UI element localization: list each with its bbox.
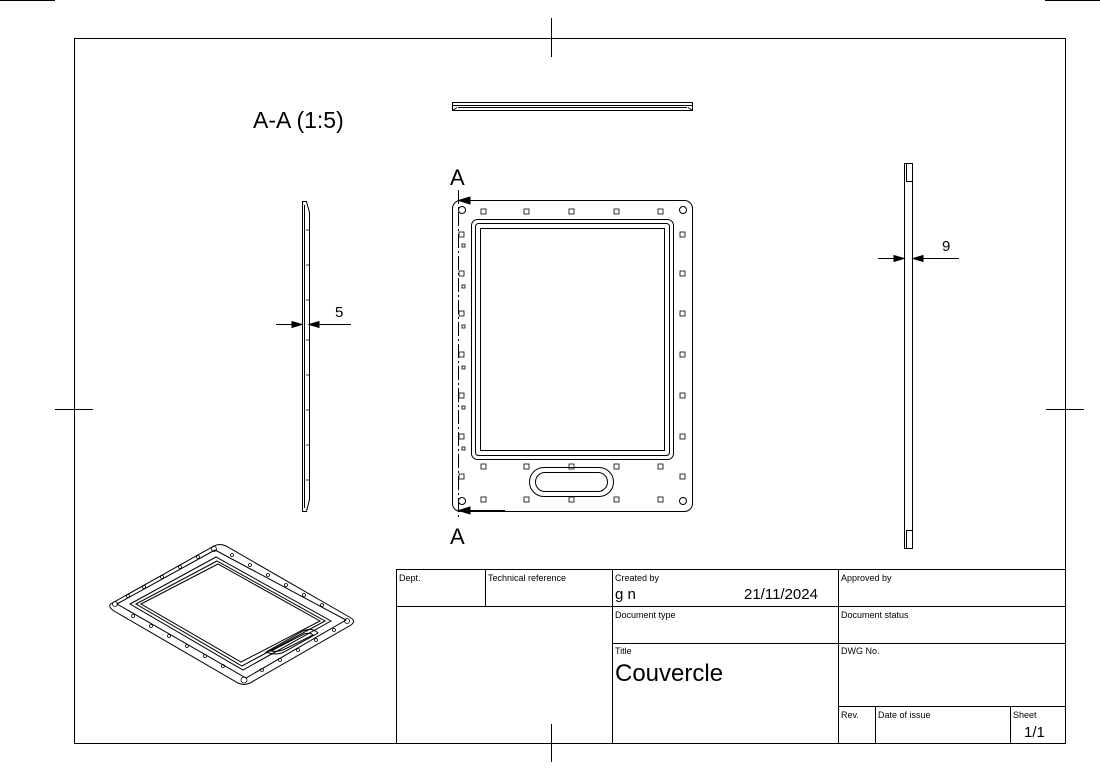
cut-marker-bottom: A — [450, 524, 465, 549]
title-value: Couvercle — [615, 660, 724, 687]
section-label: A-A (1:5) — [253, 107, 344, 133]
title-label: Title — [615, 646, 632, 656]
dwg-no-label: DWG No. — [841, 646, 880, 656]
section-cut-line — [456, 190, 505, 520]
tech-ref-label: Technical reference — [488, 573, 567, 583]
approved-by-label: Approved by — [841, 573, 892, 583]
doc-status-label: Document status — [841, 610, 909, 620]
title-block — [396, 569, 1066, 744]
dept-label: Dept. — [399, 573, 421, 583]
right-side-view — [904, 163, 913, 549]
left-side-view — [302, 201, 310, 512]
drawing-frame — [74, 38, 1066, 744]
bolt-holes — [458, 208, 686, 503]
date-issue-label: Date of issue — [878, 710, 931, 720]
dim-right-line — [878, 254, 959, 263]
created-by-label: Created by — [615, 573, 660, 583]
dim-left-line — [276, 320, 351, 329]
sheet-value: 1/1 — [1024, 724, 1045, 741]
front-view — [452, 200, 693, 512]
isometric-view — [109, 544, 354, 685]
sheet-label: Sheet — [1013, 710, 1037, 720]
doc-type-label: Document type — [615, 610, 676, 620]
created-by-value: g n — [615, 586, 636, 603]
cut-marker-top: A — [450, 165, 465, 190]
dim-right-value: 9 — [942, 238, 951, 255]
dim-left-value: 5 — [335, 304, 344, 321]
created-date: 21/11/2024 — [744, 586, 818, 603]
top-view — [452, 102, 693, 111]
rev-label: Rev. — [841, 710, 859, 720]
